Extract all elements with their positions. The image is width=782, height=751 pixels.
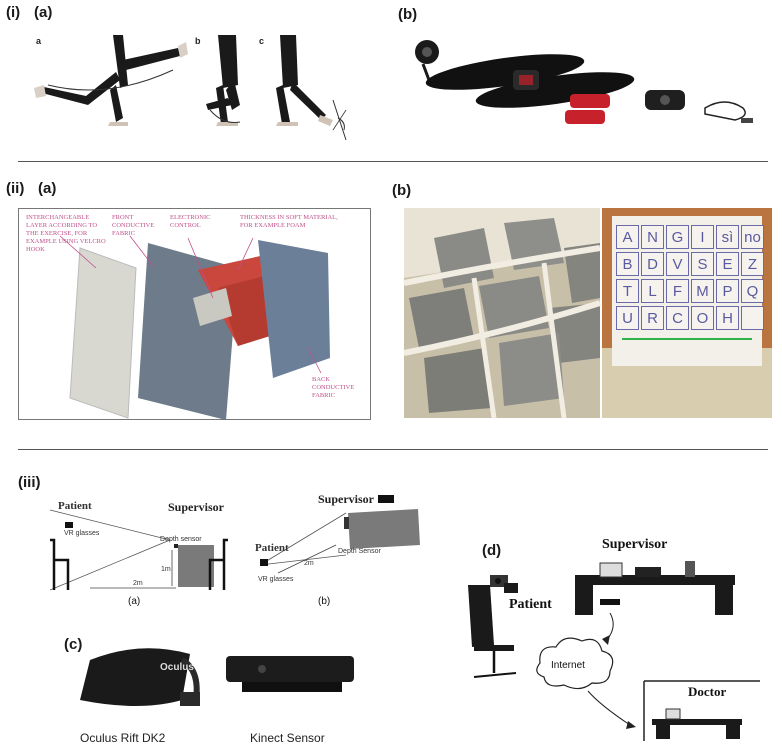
setup-diagram-a [49,509,228,591]
kinect-sensor-image [226,656,354,692]
b-sensor-label: Depth Sensor [338,548,381,555]
section-i-label: (i) [6,4,21,21]
letter-cell: N [641,225,664,249]
a-caption: (a) [128,596,141,607]
letter-cell: U [616,306,639,330]
letter-cell: S [691,252,714,276]
fabric-photo [403,208,601,419]
a-vr-label: VR glasses [64,530,100,537]
annotation-thickness: THICKNESS IN SOFT MATERIAL, FOR EXAMPLE … [240,214,338,229]
section-divider-2 [18,449,768,450]
letter-cell: F [666,279,689,303]
d-internet-label: Internet [551,660,585,671]
setup-diagram-b [259,495,420,574]
letter-cell: no [741,225,764,249]
oculus-rift-image [80,648,200,706]
d-patient-label: Patient [509,597,552,612]
section-ii-a-label: (a) [38,180,57,197]
annotation-electronic: ELECTRONIC CONTROL [170,214,211,229]
section-i-a-label: (a) [34,4,53,21]
letter-cell: R [641,306,664,330]
letter-cell: Z [741,252,764,276]
oculus-brand-text: Oculus [160,662,194,673]
b-patient-label: Patient [255,542,289,554]
a-patient-label: Patient [58,500,92,512]
section-iii-c-label: (c) [64,636,83,653]
letter-cell [741,306,764,330]
smart-insoles-illustration [415,40,753,124]
b-2m-label: 2m [304,560,314,567]
sub-label-c: c [259,36,265,46]
letter-cell: T [616,279,639,303]
section-iii-label: (iii) [18,474,41,491]
letter-cell: A [616,225,639,249]
letter-cell: H [716,306,739,330]
sub-label-a: a [36,36,42,46]
letter-cell: G [666,225,689,249]
letter-cell: Q [741,279,764,303]
letter-cell: D [641,252,664,276]
letter-cell: L [641,279,664,303]
section-iii-d-label: (d) [482,542,502,559]
letter-cell: P [716,279,739,303]
a-supervisor-label: Supervisor [168,500,225,514]
letter-cell: I [691,225,714,249]
letter-cell: sì [716,225,739,249]
telemedicine-diagram [468,561,760,741]
oculus-caption: Oculus Rift DK2 [80,731,166,745]
kinect-caption: Kinect Sensor [250,731,325,745]
layer-diagram [59,235,330,420]
section-divider-1 [18,161,768,162]
b-supervisor-label: Supervisor [318,492,375,506]
b-vr-label: VR glasses [258,576,294,583]
a-2m-label: 2m [133,580,143,587]
annotation-back: BACK CONDUCTIVE FABRIC [312,376,355,399]
annotation-front: FRONT CONDUCTIVE FABRIC [112,214,155,237]
section-i-b-label: (b) [398,6,418,23]
b-caption: (b) [318,596,331,607]
letter-cell: V [666,252,689,276]
annotation-layer: INTERCHANGEABLE LAYER ACCORDING TO THE E… [26,214,106,253]
a-1m-label: 1m [161,566,171,573]
d-supervisor-label: Supervisor [602,537,668,552]
letter-cell: E [716,252,739,276]
d-doctor-label: Doctor [688,684,727,699]
layer-diagram-frame [18,208,371,420]
section-ii-label: (ii) [6,180,25,197]
section-ii-b-label: (b) [392,182,412,199]
a-sensor-label: Depth sensor [160,536,202,543]
leg-exercise-illustration [34,35,347,141]
letter-cell: M [691,279,714,303]
letter-cell: C [666,306,689,330]
letter-cell: O [691,306,714,330]
sub-label-b: b [195,36,201,46]
letter-cell: B [616,252,639,276]
